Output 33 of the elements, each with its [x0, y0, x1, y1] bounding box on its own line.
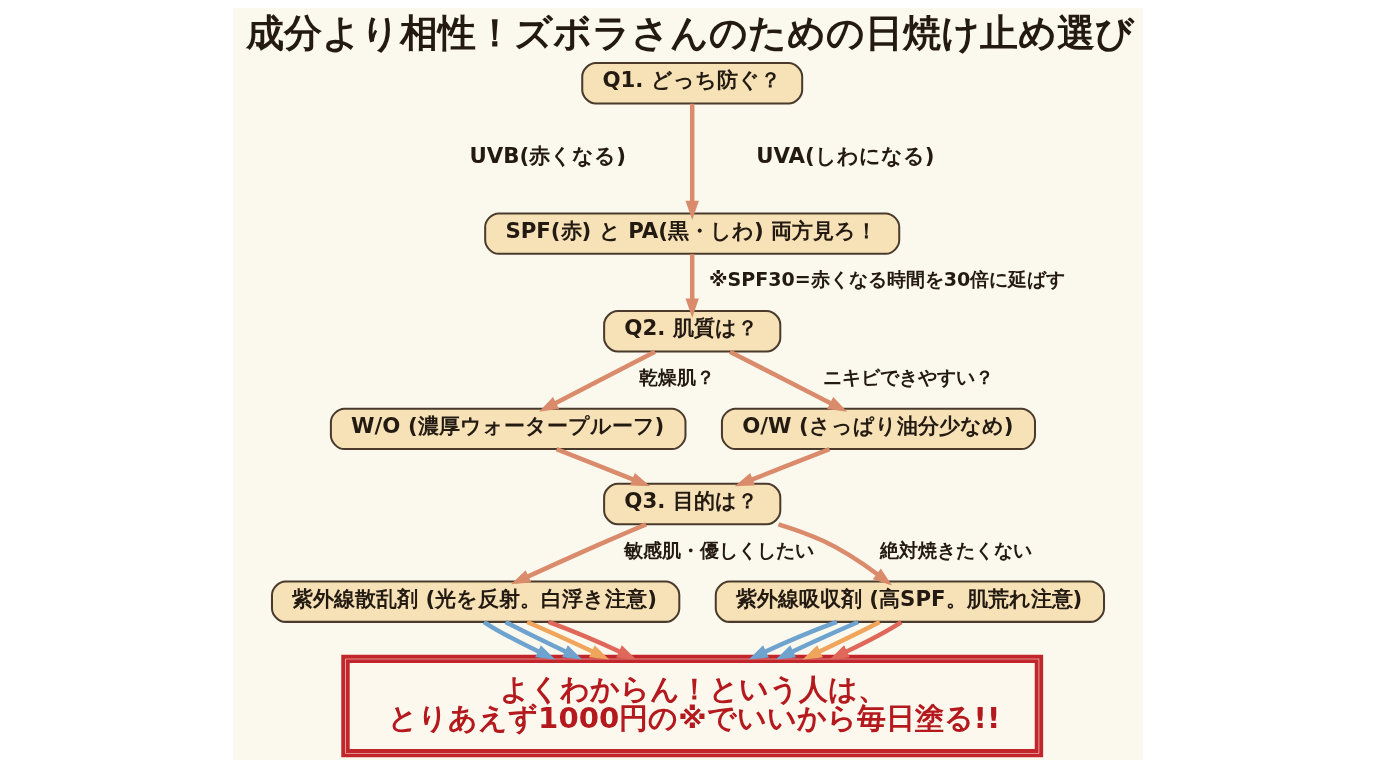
- arrow: [504, 620, 583, 660]
- node-box: W/O (濃厚ウォータープルーフ): [329, 407, 687, 451]
- arrow: [685, 254, 699, 318]
- arrow: [526, 619, 610, 660]
- node-box: Q1. どっち防ぐ？: [581, 62, 804, 105]
- node-box: O/W (さっぱり油分少なめ): [720, 407, 1036, 451]
- edge-label: ニキビできやすい？: [823, 366, 995, 389]
- edge-label: 絶対焼きたくない: [880, 538, 1033, 561]
- arrow: [802, 620, 881, 660]
- label: UVA(しわになる): [756, 142, 935, 168]
- arrow: [728, 349, 848, 412]
- arrow: [539, 349, 656, 412]
- edge-label: ※SPF30=赤くなる時間を30倍に延ばす: [709, 268, 1066, 291]
- node-box: SPF(赤) と PA(黒・しわ) 両方見ろ！: [484, 212, 901, 255]
- arrow: [734, 447, 831, 487]
- node-box: よくわからん！という人は、とりあえず1000円の※でいいから毎日塗る!!: [341, 654, 1044, 758]
- arrow: [829, 620, 903, 660]
- arrow: [482, 620, 556, 660]
- edge-label: 敏感肌・優しくしたい: [624, 538, 815, 561]
- diagram-title: 成分より相性！ズボラさんのための日焼け止め選び: [246, 11, 1135, 56]
- arrow: [748, 619, 838, 660]
- label: UVB(赤くなる): [469, 142, 626, 168]
- edge-label: 乾燥肌？: [639, 366, 716, 389]
- arrow: [775, 619, 860, 660]
- node-box: 紫外線散乱剤 (光を反射。白浮き注意): [271, 580, 681, 623]
- arrow: [777, 522, 893, 586]
- arrow: [547, 619, 637, 660]
- node-box: Q3. 目的は？: [603, 482, 782, 526]
- arrow: [685, 103, 699, 220]
- arrow: [511, 522, 647, 585]
- node-box: 紫外線吸収剤 (高SPF。肌荒れ注意): [714, 580, 1105, 623]
- arrow: [555, 447, 651, 487]
- node-box: Q2. 肌質は？: [603, 310, 782, 353]
